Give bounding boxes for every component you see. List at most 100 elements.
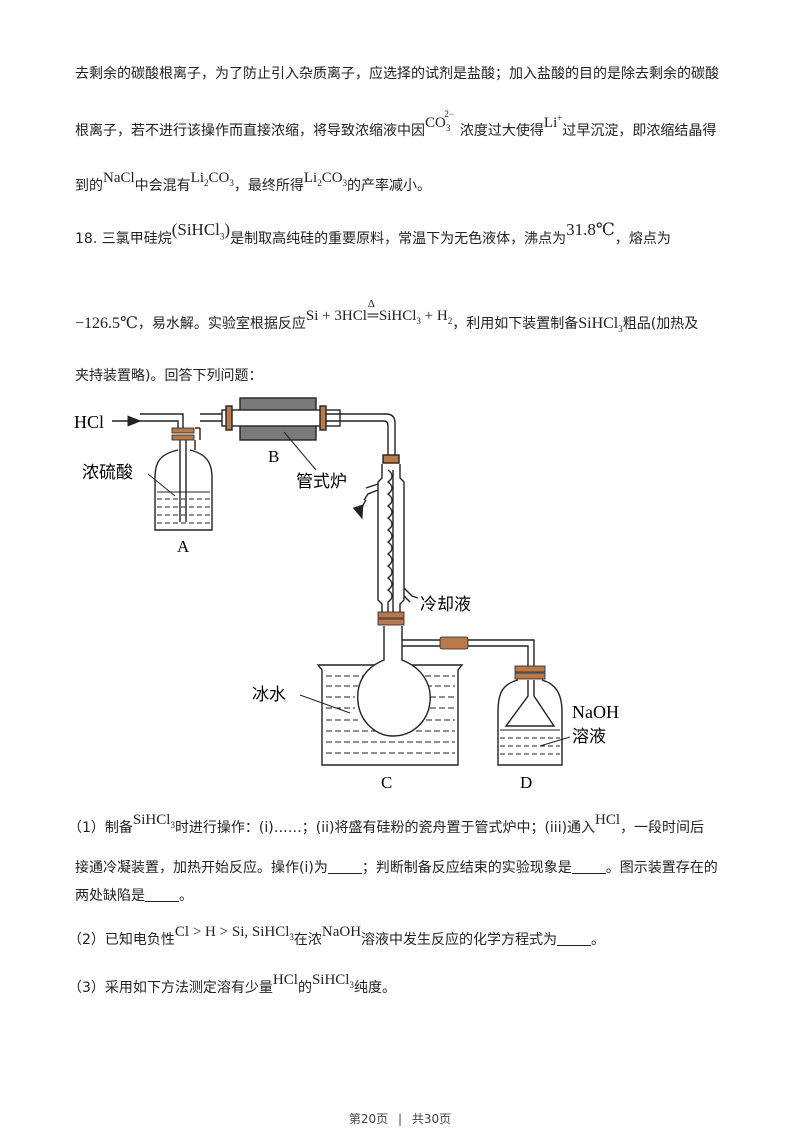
coolant-outlet-arrow xyxy=(352,499,367,520)
li2co3-formula: Li2CO3 xyxy=(303,170,348,188)
electronegativity-formula: Cl > H > Si, SiHCl3 xyxy=(174,924,294,942)
ice-water-label: 冰水 xyxy=(252,685,286,705)
text: 去剩余的碳酸根离子，为了防止引入杂质离子，应选择的试剂是盐酸；加入盐酸的目的是除… xyxy=(75,66,719,82)
bottle-d xyxy=(497,679,563,766)
rubber-stopper xyxy=(171,427,195,434)
subquestion-3: （3）采用如下方法测定溶有少量HCl的SiHCl3纯度。 xyxy=(68,972,748,1003)
ice-water-bath xyxy=(316,664,464,766)
text: 时进行操作：(i)……；(ii)将盛有硅粉的瓷舟置于管式炉中；(iii)通入 xyxy=(174,820,596,836)
nacl-formula: NaCl xyxy=(103,170,135,186)
text: 是制取高纯硅的重要原料，常温下为无色液体，沸点为 xyxy=(230,231,567,247)
text: ；判断制备反应结束的实验现象是 xyxy=(361,860,572,876)
label-c: C xyxy=(381,773,392,792)
melting-point: −126.5℃ xyxy=(75,315,138,332)
paragraph-line-2: 根离子，若不进行该操作而直接浓缩，将导致浓缩液中因CO32− 浓度过大使得Li+过… xyxy=(75,109,735,146)
sihcl3-formula: (SiHCl3) xyxy=(171,220,231,242)
leader-line xyxy=(283,431,317,471)
rubber-stopper xyxy=(171,434,195,441)
subquestion-1-line-2: 接通冷凝装置，加热开始反应。操作(i)为 ；判断制备反应结束的实验现象是 。图示装置… xyxy=(75,858,735,878)
label-b: B xyxy=(268,447,279,466)
sihcl3-formula: SiHCl3 xyxy=(311,972,354,990)
question-18-line-3: 夹持装置略)。回答下列问题： xyxy=(75,366,735,386)
text: （2）已知电负性 xyxy=(68,932,175,948)
ice-water-level xyxy=(326,675,455,754)
subquestion-1-line-1: （1）制备SiHCl3时进行操作：(i)……；(ii)将盛有硅粉的瓷舟置于管式炉… xyxy=(68,812,748,843)
page-number: 第20页 xyxy=(348,1112,389,1126)
rubber-stopper xyxy=(377,611,405,619)
answer-blank[interactable] xyxy=(145,887,179,902)
label-d: D xyxy=(520,773,532,792)
text: 三氯甲硅烷 xyxy=(101,231,172,247)
sihcl3-formula: SiHCl3 xyxy=(578,315,623,335)
text: ，熔点为 xyxy=(614,231,671,247)
rubber-stopper xyxy=(514,665,546,673)
text: 接通冷凝装置，加热开始反应。操作(i)为 xyxy=(75,860,328,876)
text: 的产率减小。 xyxy=(347,178,432,194)
condenser xyxy=(363,454,419,612)
sihcl3-formula: SiHCl3 xyxy=(132,812,175,830)
naoh-level xyxy=(500,737,560,755)
apparatus-diagram: HCl 浓硫酸 A B 管式炉 xyxy=(74,397,619,792)
text: 。 xyxy=(591,932,606,948)
round-bottom-flask xyxy=(357,626,431,737)
naoh-label: NaOH xyxy=(572,702,619,722)
sulfuric-acid-label: 浓硫酸 xyxy=(82,463,133,483)
text: ，利用如下装置制备 xyxy=(452,316,579,332)
furnace-label: 管式炉 xyxy=(296,472,347,492)
leader-line xyxy=(147,473,176,497)
lithium-ion: Li+ xyxy=(543,113,563,131)
text: 夹持装置略)。回答下列问题： xyxy=(75,368,263,384)
coolant-label: 冷却液 xyxy=(420,595,471,615)
paragraph-line-3: 到的NaCl中会混有Li2CO3，最终所得Li2CO3的产率减小。 xyxy=(75,170,735,201)
text: （1）制备 xyxy=(68,820,133,836)
rubber-tube xyxy=(439,636,469,650)
text: 中会混有 xyxy=(134,178,191,194)
text: 的 xyxy=(297,980,312,996)
answer-blank[interactable] xyxy=(571,859,606,874)
text: 。 xyxy=(179,888,193,904)
subquestion-2: （2）已知电负性Cl > H > Si, SiHCl3在浓NaOH溶液中发生反应… xyxy=(68,924,748,955)
connecting-tube xyxy=(402,639,535,666)
text: 在浓 xyxy=(293,932,322,948)
answer-blank[interactable] xyxy=(327,859,362,874)
total-pages: 共30页 xyxy=(411,1112,452,1126)
text: 纯度。 xyxy=(353,980,396,996)
answer-blank[interactable] xyxy=(557,931,592,946)
text: （3）采用如下方法测定溶有少量 xyxy=(68,980,273,996)
li2co3-formula: Li2CO3 xyxy=(190,170,234,188)
boiling-point: 31.8℃ xyxy=(566,220,615,239)
rubber-stopper xyxy=(514,672,546,680)
text: 过早沉淀，即浓缩结晶得 xyxy=(562,123,717,139)
text: 根离子，若不进行该操作而直接浓缩，将导致浓缩液中因 xyxy=(75,123,425,139)
hcl-formula: HCl xyxy=(272,972,298,988)
bottle-a xyxy=(140,413,232,531)
text: 粗品(加热及 xyxy=(622,316,699,332)
carbonate-ion: CO32− xyxy=(425,109,454,133)
label-a: A xyxy=(177,537,190,556)
separator: | xyxy=(397,1112,403,1126)
text: 。图示装置存在的 xyxy=(605,860,718,876)
leader-line xyxy=(299,694,351,714)
naoh-formula: NaOH xyxy=(321,924,362,940)
tube-furnace-b xyxy=(221,397,396,456)
question-18-line-1: 18. 三氯甲硅烷(SiHCl3)是制取高纯硅的重要原料，常温下为无色液体，沸点… xyxy=(75,220,735,254)
text: ，易水解。实验室根据反应 xyxy=(137,316,306,332)
leader-line xyxy=(539,736,571,747)
text: 到的 xyxy=(75,178,103,194)
hcl-label: HCl xyxy=(74,412,104,432)
text: 两处缺陷是 xyxy=(75,888,145,904)
question-number: 18. xyxy=(75,231,102,247)
text: ，一段时间后 xyxy=(620,820,705,836)
rubber-stopper xyxy=(377,618,405,626)
subquestion-1-line-3: 两处缺陷是 。 xyxy=(75,886,735,906)
paragraph-line-1: 去剩余的碳酸根离子，为了防止引入杂质离子，应选择的试剂是盐酸；加入盐酸的目的是除… xyxy=(75,64,735,84)
text: ，最终所得 xyxy=(233,178,304,194)
acid-level xyxy=(157,498,210,524)
page-footer: 第20页 | 共30页 xyxy=(0,1110,800,1127)
text: 溶液中发生反应的化学方程式为 xyxy=(361,932,558,948)
solution-label: 溶液 xyxy=(572,727,606,747)
hcl-formula: HCl xyxy=(595,812,621,828)
text: 浓度过大使得 xyxy=(459,123,544,139)
